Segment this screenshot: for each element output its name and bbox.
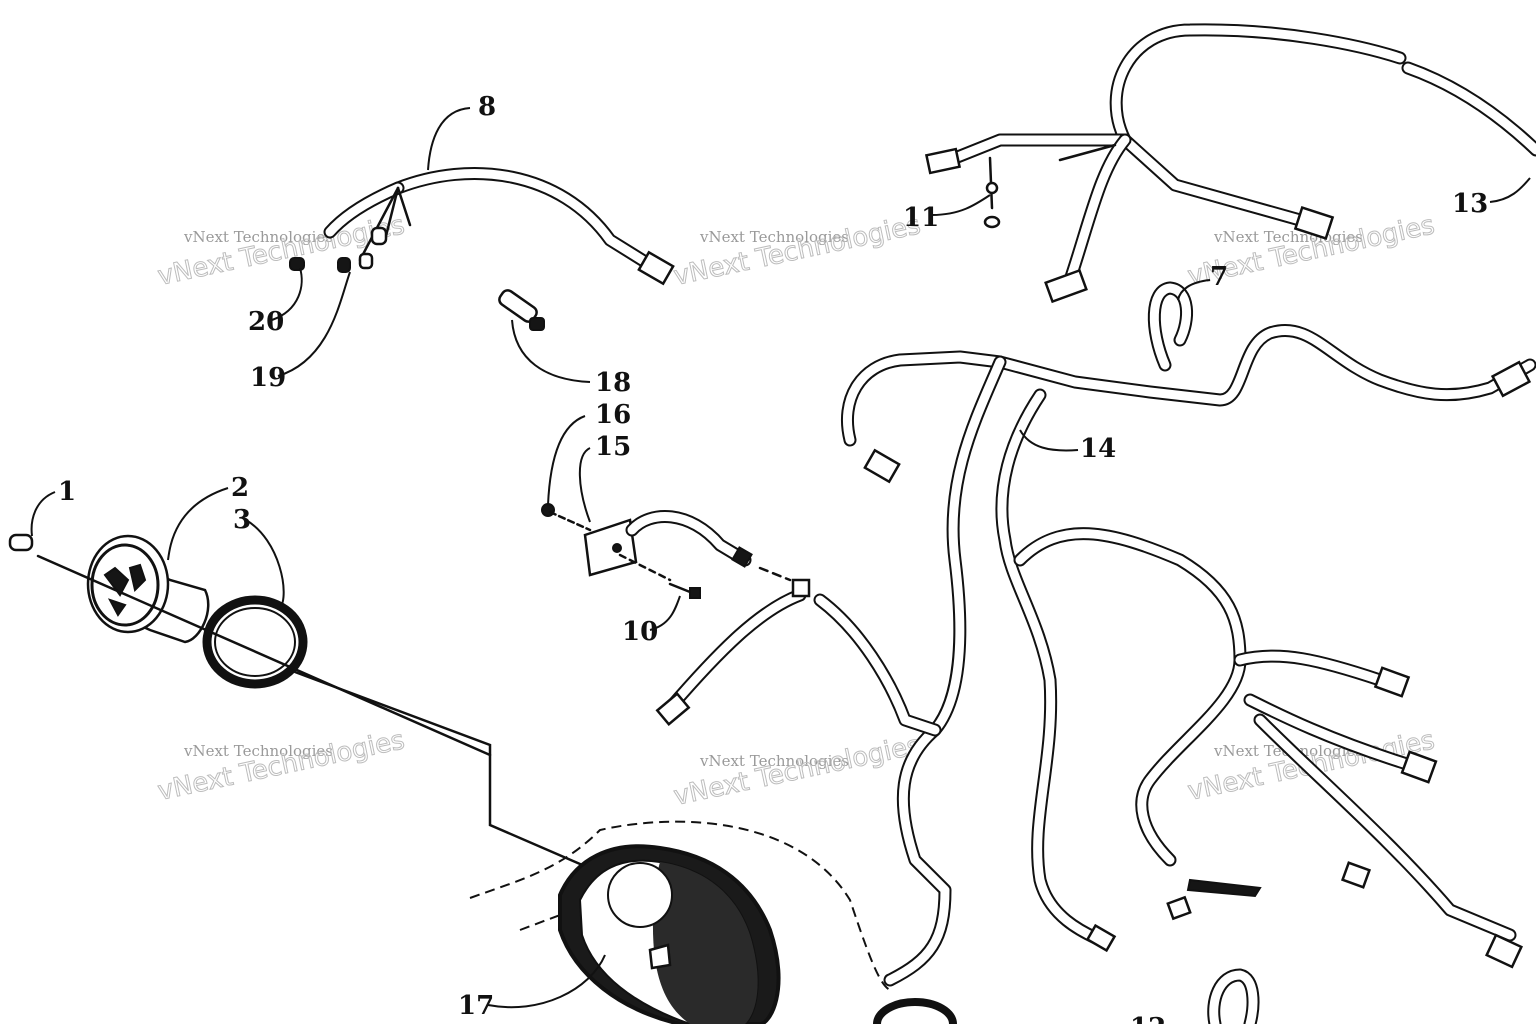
watermark-bottom-center: vNext Technologies vNext Technologies bbox=[671, 730, 924, 813]
harness-part-13 bbox=[924, 23, 1536, 304]
callout-15: 15 bbox=[595, 432, 631, 462]
callout-1: 1 bbox=[58, 477, 76, 507]
bracket-part-15 bbox=[541, 503, 792, 582]
watermark-top-left: vNext Technologies vNext Technologies bbox=[155, 210, 408, 293]
callout-labels: 8 20 19 18 16 15 10 1 2 3 11 13 7 14 17 … bbox=[58, 92, 1488, 1024]
callout-10: 10 bbox=[622, 617, 658, 647]
dash-panel-part-17 bbox=[469, 820, 957, 1024]
bezel-part-3 bbox=[202, 595, 308, 689]
callout-3: 3 bbox=[233, 505, 251, 535]
watermark-bottom-left: vNext Technologies vNext Technologies bbox=[155, 725, 408, 808]
screw-part-11 bbox=[983, 156, 1001, 229]
harness-part-14 bbox=[840, 324, 1536, 987]
svg-text:vNext Technologies: vNext Technologies bbox=[183, 228, 333, 246]
callout-17: 17 bbox=[458, 991, 494, 1021]
callout-13: 13 bbox=[1452, 189, 1488, 219]
callout-20: 20 bbox=[248, 307, 284, 337]
gauge-assembly bbox=[8, 533, 642, 892]
svg-text:vNext Technologies: vNext Technologies bbox=[183, 742, 333, 760]
gauge-part-2 bbox=[86, 534, 210, 644]
callout-19: 19 bbox=[250, 363, 286, 393]
callout-14: 14 bbox=[1080, 434, 1116, 464]
watermark-top-center: vNext Technologies vNext Technologies bbox=[671, 210, 924, 293]
watermark-layer: vNext Technologies vNext Technologies vN… bbox=[155, 210, 1438, 813]
callout-2: 2 bbox=[231, 473, 249, 503]
callout-12: 12 bbox=[1130, 1013, 1166, 1024]
leader-lines bbox=[30, 107, 1531, 1009]
callout-7: 7 bbox=[1210, 262, 1228, 292]
callout-11: 11 bbox=[903, 203, 939, 233]
callout-8: 8 bbox=[478, 92, 496, 122]
svg-text:vNext Technologies: vNext Technologies bbox=[699, 228, 849, 246]
callout-18: 18 bbox=[595, 368, 631, 398]
screw-part-10 bbox=[618, 553, 701, 599]
harness-branch-middle bbox=[655, 578, 942, 737]
harness-part-8 bbox=[289, 167, 675, 286]
callout-16: 16 bbox=[595, 400, 631, 430]
svg-text:vNext Technologies: vNext Technologies bbox=[155, 210, 407, 292]
svg-text:vNext Technologies: vNext Technologies bbox=[155, 725, 407, 807]
svg-text:vNext Technologies: vNext Technologies bbox=[671, 210, 923, 292]
loop-part-12 bbox=[1207, 968, 1260, 1024]
bulb-part-18 bbox=[498, 289, 545, 331]
svg-text:vNext Technologies: vNext Technologies bbox=[699, 752, 849, 770]
bulb-part-1 bbox=[8, 533, 34, 552]
svg-text:vNext Technologies: vNext Technologies bbox=[671, 730, 923, 812]
jumper-part-7 bbox=[1147, 281, 1194, 372]
